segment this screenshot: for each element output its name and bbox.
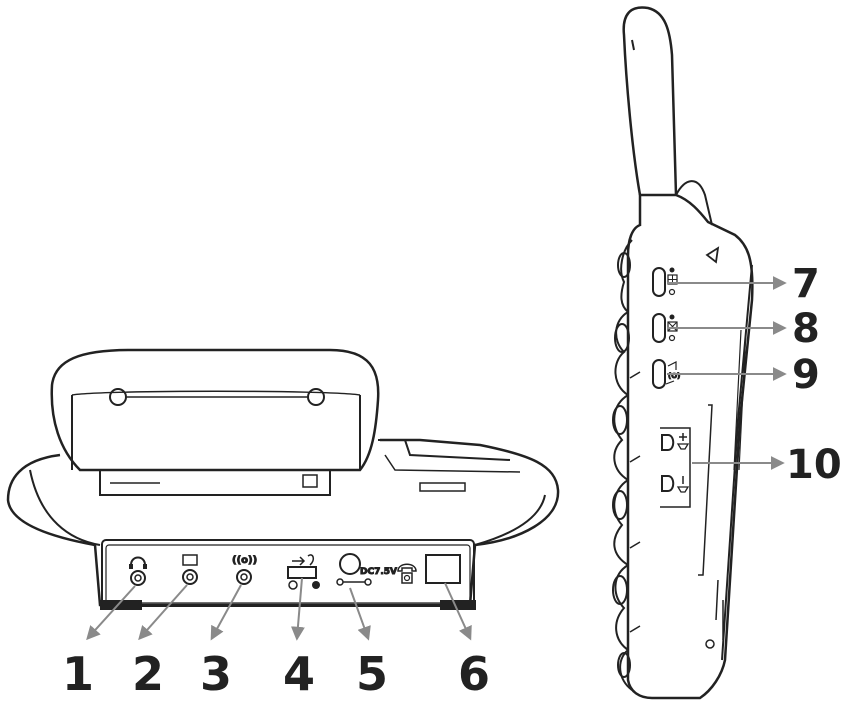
callout-4: 4 [283, 647, 315, 700]
callout-6: 6 [458, 647, 490, 700]
callout-1: 1 [62, 647, 94, 700]
callout-3: 3 [200, 647, 232, 700]
phone-side-view [622, 6, 754, 700]
ring-signal-jack-icon: ((o)) [232, 555, 258, 585]
headset-jack-icon [129, 556, 147, 586]
side-body-outline [626, 193, 754, 700]
rear-callout-arrows [86, 577, 472, 641]
callout-7: 7 [792, 261, 820, 307]
side-callout-arrows [667, 276, 787, 470]
side-switches: (O) [652, 267, 691, 508]
phone-base-rear-view [6, 348, 560, 610]
tv-audio-jack-icon [182, 554, 198, 585]
ringer-volume-switch-icon: (O) [652, 359, 681, 389]
tone-pulse-switch-icon [652, 267, 678, 297]
handset-cradle-top [50, 348, 380, 472]
rear-callout-numbers: 1 2 3 4 5 6 [62, 647, 490, 701]
rear-connectors: ((o)) DC7.5V [129, 553, 461, 590]
side-callout-numbers: 7 8 9 10 [786, 261, 842, 488]
handset-outline [622, 6, 678, 196]
keypad-edge [612, 239, 641, 691]
callout-9: 9 [792, 352, 820, 398]
callout-10: 10 [786, 442, 842, 488]
svg-text:((o)): ((o)) [232, 555, 257, 566]
receiver-volume-control-icon [660, 427, 691, 508]
dc-voltage-label: DC7.5V [360, 567, 397, 577]
callout-2: 2 [132, 647, 164, 700]
base-body-outline [6, 438, 560, 607]
svg-text:(O): (O) [668, 372, 680, 380]
ringer-switch-icon [652, 313, 678, 343]
line-switch-icon [287, 554, 320, 590]
callout-5: 5 [356, 647, 388, 700]
connector-panel [101, 539, 475, 607]
phone-line-jack-icon [397, 554, 461, 584]
dc-power-jack-icon: DC7.5V [336, 553, 398, 586]
callout-8: 8 [792, 306, 820, 352]
